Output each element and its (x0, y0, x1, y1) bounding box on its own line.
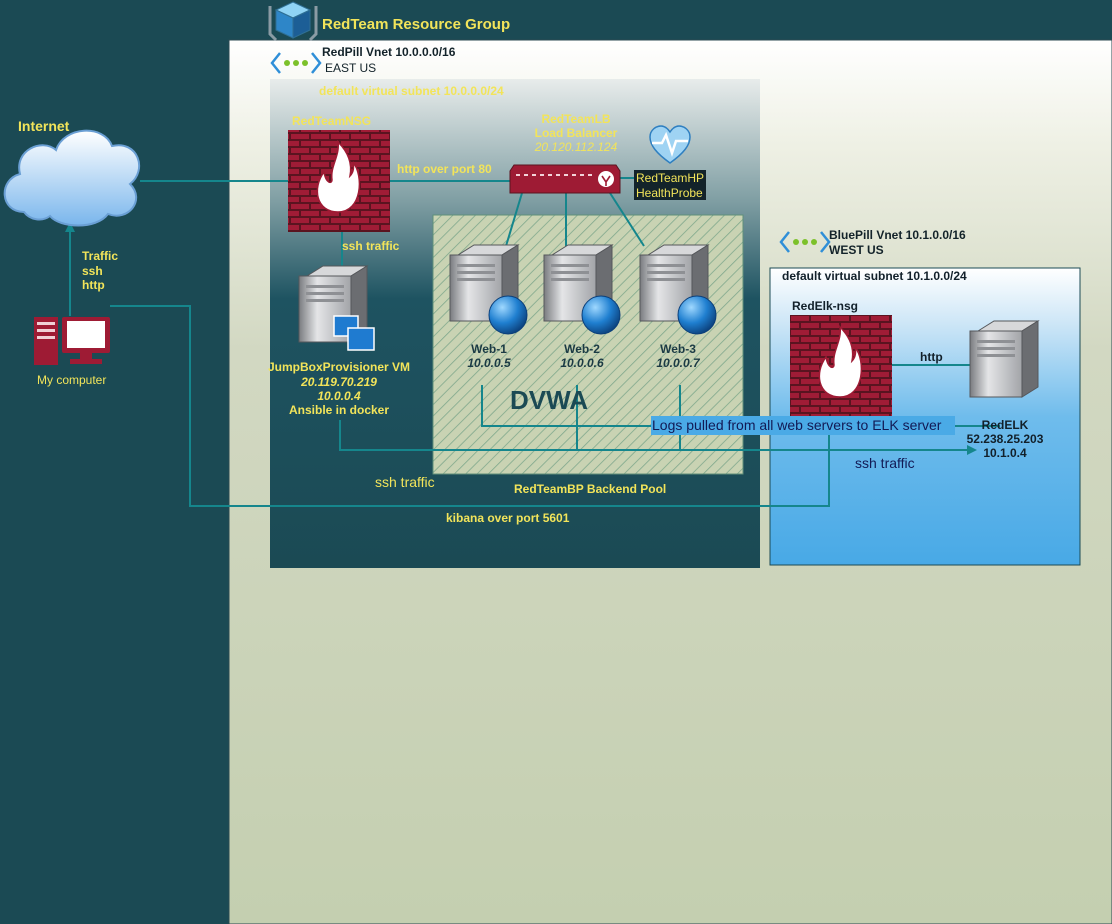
bluepill-vnet-title: BluePill Vnet 10.1.0.0/16 (829, 228, 966, 242)
web1-name-label: Web-1 (471, 342, 507, 356)
logs-label: Logs pulled from all web servers to ELK … (652, 417, 942, 433)
jumpbox-name-label: JumpBoxProvisioner VM (267, 360, 411, 374)
bluepill-vnet-region: WEST US (829, 243, 884, 257)
lb-type-label: Load Balancer (534, 126, 618, 140)
web-server-2 (543, 244, 621, 335)
lb-to-web1-line (505, 192, 523, 247)
elk-name-label: RedELK (981, 418, 1029, 432)
jumpbox-private-ip-label: 10.0.0.4 (317, 389, 361, 403)
cloud-icon (3, 129, 140, 227)
backend-pool-label: RedTeamBP Backend Pool (514, 482, 667, 496)
web2-ip-label: 10.0.0.6 (560, 356, 604, 370)
health-probe-icon (649, 125, 691, 164)
firewall-icon (790, 315, 892, 417)
traffic-label: Traffic (82, 249, 119, 263)
ssh-traffic-nsg-label: ssh traffic (342, 239, 400, 253)
jumpbox-public-ip-label: 20.119.70.219 (301, 375, 377, 389)
redteam-nsg-label: RedTeamNSG (292, 114, 372, 128)
redelk-nsg-label: RedElk-nsg (792, 299, 859, 313)
globe-icon (488, 295, 528, 335)
jumpbox-note-label: Ansible in docker (288, 403, 390, 417)
web3-ip-label: 10.0.0.7 (656, 356, 700, 370)
traffic-ssh-label: ssh (82, 264, 103, 278)
resource-group-title: RedTeam Resource Group (322, 16, 511, 33)
probe-name-label: RedTeamHP (636, 171, 705, 185)
traffic-http-label: http (82, 278, 105, 292)
web-server-1 (449, 244, 528, 335)
my-computer-label: My computer (37, 373, 107, 387)
resource-group-cube-icon (268, 1, 318, 42)
kibana-line (110, 305, 830, 507)
elk-public-ip-label: 52.238.25.203 (966, 432, 1044, 446)
web-server-3 (639, 244, 717, 335)
vm-icon (333, 315, 375, 351)
redpill-subnet-label: default virtual subnet 10.0.0.0/24 (319, 84, 504, 98)
dvwa-title: DVWA (510, 385, 588, 415)
lb-to-web3-line (609, 192, 645, 247)
redpill-vnet-title: RedPill Vnet 10.0.0.0/16 (322, 45, 456, 59)
kibana-label: kibana over port 5601 (446, 511, 570, 525)
lb-name-label: RedTeamLB (541, 112, 611, 126)
computer-icon (34, 317, 110, 365)
probe-type-label: HealthProbe (636, 186, 703, 200)
arrow-right-icon (967, 445, 977, 455)
ssh-traffic-elk-label: ssh traffic (855, 455, 915, 471)
globe-icon (581, 295, 621, 335)
firewall-icon (288, 130, 390, 232)
arrow-up-icon (65, 222, 75, 232)
bluepill-subnet-label: default virtual subnet 10.1.0.0/24 (782, 269, 967, 283)
lb-ip-label: 20.120.112.124 (534, 140, 618, 154)
load-balancer-icon (509, 164, 621, 194)
server-icon (969, 320, 1039, 398)
elk-private-ip-label: 10.1.0.4 (983, 446, 1027, 460)
jumpbox-ssh-line (339, 420, 969, 451)
globe-icon (677, 295, 717, 335)
redpill-vnet-region: EAST US (325, 61, 377, 75)
http-elk-label: http (920, 350, 943, 364)
web1-ip-label: 10.0.0.5 (467, 356, 511, 370)
ssh-traffic-pool-label: ssh traffic (375, 474, 435, 490)
logs-label-box (651, 416, 955, 435)
web3-name-label: Web-3 (660, 342, 696, 356)
http-port-80-label: http over port 80 (397, 162, 492, 176)
web2-name-label: Web-2 (564, 342, 600, 356)
health-probe-box (634, 170, 706, 200)
internet-label: Internet (18, 118, 70, 134)
